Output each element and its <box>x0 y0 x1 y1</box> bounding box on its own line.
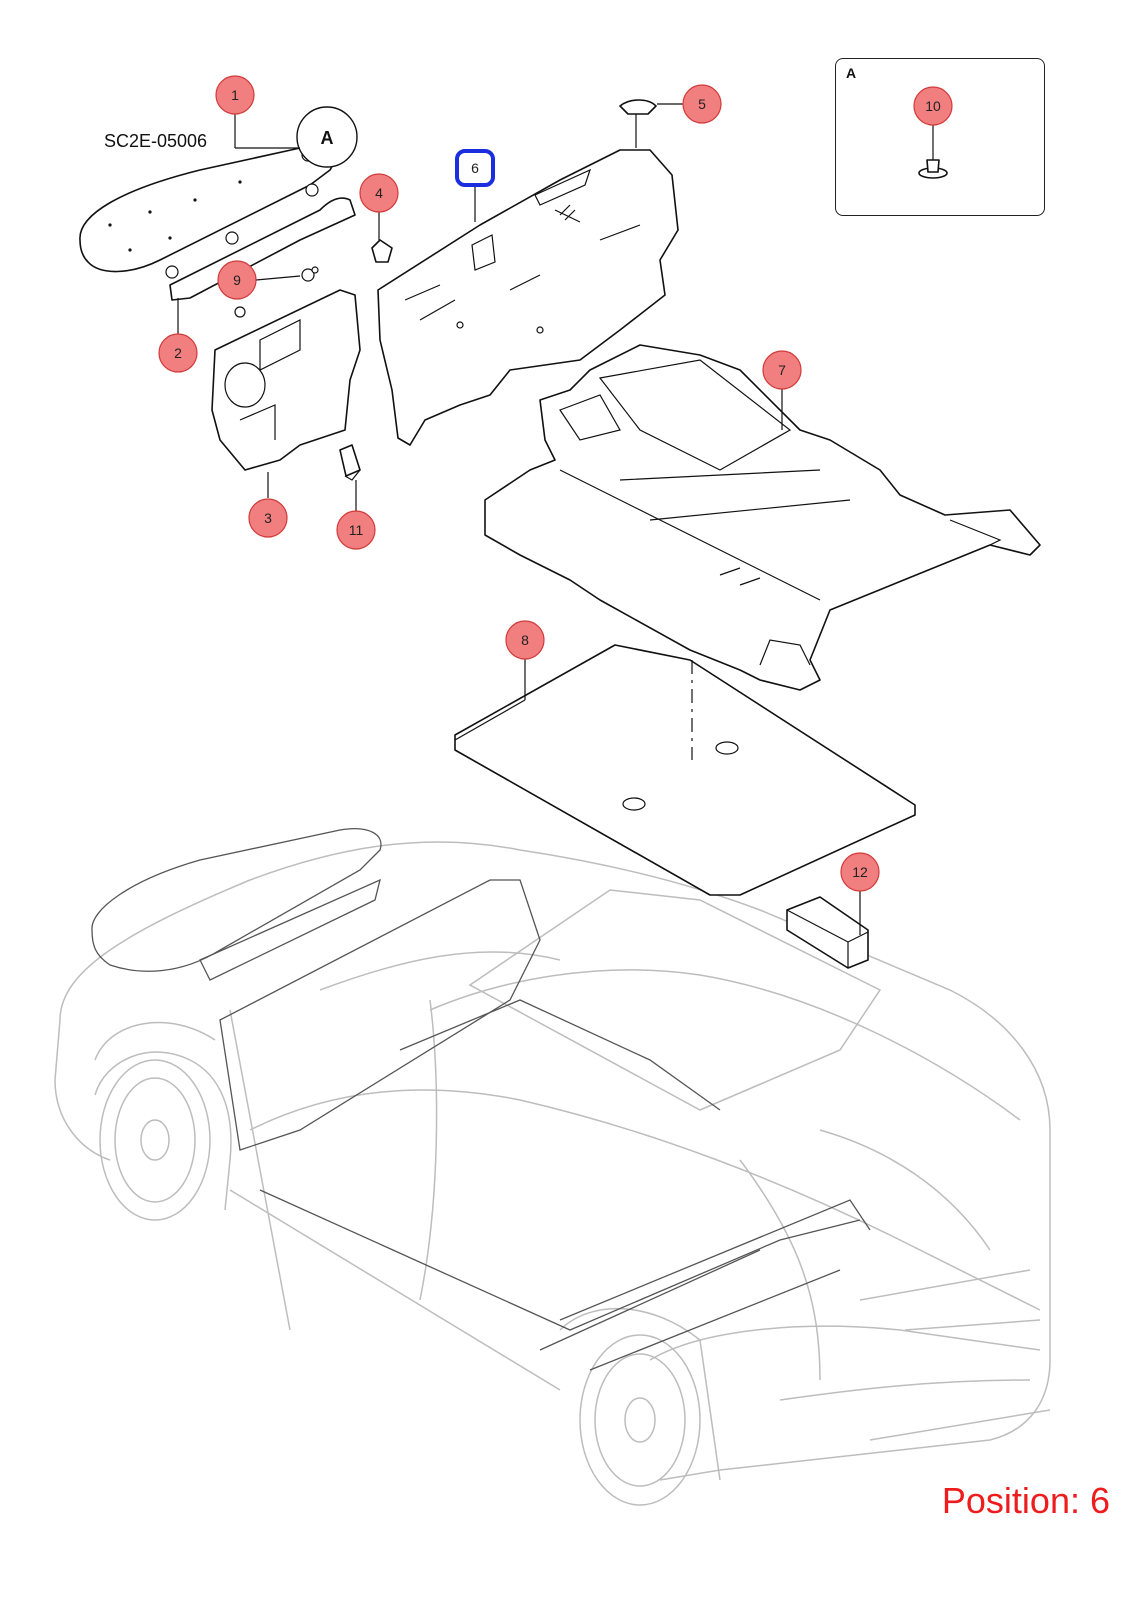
part-3-dash-insulator <box>211 289 361 471</box>
part-6-firewall-insulator <box>377 149 679 446</box>
callout-9-label: 9 <box>233 272 241 288</box>
callout-10-label: 10 <box>925 98 941 114</box>
reference-code: SC2E-05006 <box>104 131 208 151</box>
callout-1[interactable]: 1 <box>215 75 255 115</box>
part-11-wedge-pad <box>339 444 361 481</box>
callout-4-label: 4 <box>375 185 383 201</box>
selected-position-label: Position: 6 <box>941 1480 1110 1521</box>
detail-view-a: A <box>835 58 1045 216</box>
callout-5-label: 5 <box>698 96 706 112</box>
callout-3-label: 3 <box>264 510 272 526</box>
part-8-trunk-floor-panel <box>454 644 916 896</box>
detail-view-label: A <box>846 65 857 81</box>
part-4-small-pad <box>371 239 393 263</box>
callout-1-label: 1 <box>231 87 239 103</box>
callout-4[interactable]: 4 <box>359 173 399 213</box>
part-2-seal-strip <box>165 183 356 301</box>
vehicle-outline <box>54 828 1051 1506</box>
callout-7[interactable]: 7 <box>762 350 802 390</box>
callout-2-label: 2 <box>174 345 182 361</box>
detail-marker-a-label: A <box>321 128 334 148</box>
callout-12[interactable]: 12 <box>840 852 880 892</box>
callout-7-label: 7 <box>778 362 786 378</box>
callout-11[interactable]: 11 <box>336 510 376 550</box>
callout-5[interactable]: 5 <box>682 84 722 124</box>
part-12-foam-block <box>786 896 869 969</box>
callout-6-highlighted[interactable]: 6 <box>455 149 495 187</box>
part-1-hood-insulator <box>79 145 335 273</box>
callout-2[interactable]: 2 <box>158 333 198 373</box>
callout-6-label: 6 <box>471 160 479 176</box>
part-7-floor-carpet <box>484 344 1041 691</box>
part-10-push-clip <box>918 159 948 179</box>
callout-9[interactable]: 9 <box>217 260 257 300</box>
detail-marker-a: A <box>296 106 358 168</box>
callout-8[interactable]: 8 <box>505 620 545 660</box>
part-5-grommet <box>619 99 657 115</box>
part-9-clips <box>301 266 319 282</box>
callout-11-label: 11 <box>349 522 364 538</box>
callout-8-label: 8 <box>521 632 529 648</box>
callout-3[interactable]: 3 <box>248 498 288 538</box>
callout-10[interactable]: 10 <box>913 86 953 126</box>
leader-lines <box>177 103 934 935</box>
callout-12-label: 12 <box>852 864 868 880</box>
